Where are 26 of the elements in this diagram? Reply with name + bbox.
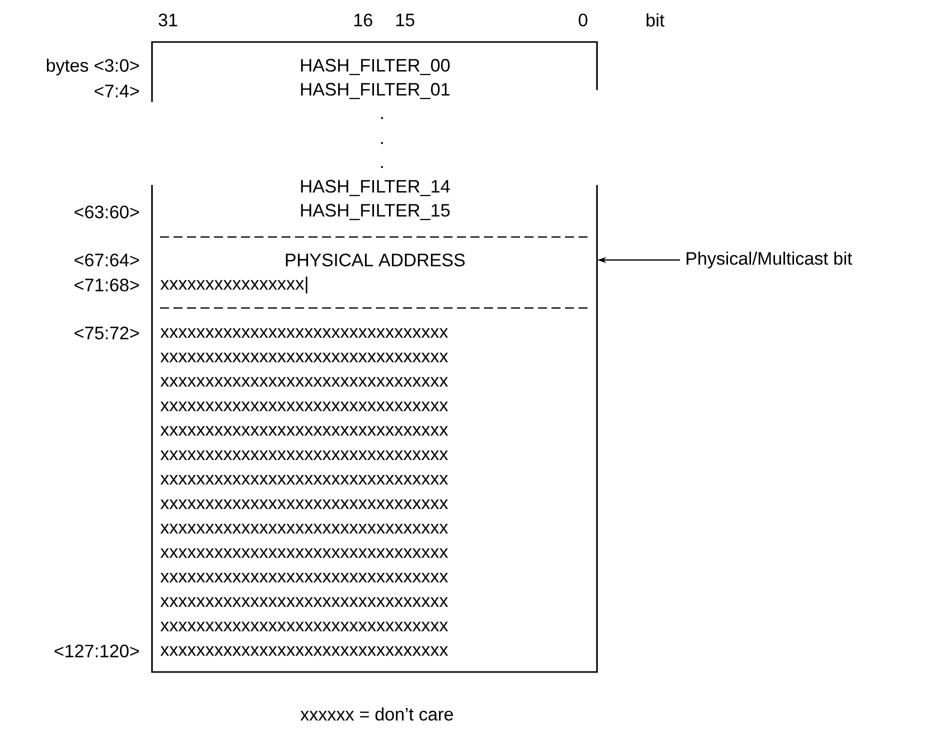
dont-care-bits: xxxxxxxxxxxxxxxxxxxxxxxxxxxxxxxx: [160, 499, 448, 509]
ellipsis-dot: .: [381, 117, 383, 119]
ellipsis-dot: .: [381, 142, 383, 144]
annotation-text: Physical/Multicast bit: [686, 252, 852, 268]
dont-care-bits: xxxxxxxxxxxxxxxxxxxxxxxxxxxxxxxx: [160, 524, 448, 534]
dont-care-bits: xxxxxxxxxxxxxxxxxxxxxxxxxxxxxxxx: [160, 328, 448, 338]
field-label: HASH_FILTER_00: [301, 58, 450, 76]
legend-note: xxxxxx = don’t care: [300, 707, 453, 721]
dont-care-bits: xxxxxxxxxxxxxxxxxxxxxxxxxxxxxxxx: [160, 572, 448, 582]
dont-care-bits: xxxxxxxxxxxxxxxxxxxxxxxxxxxxxxxx: [160, 597, 448, 607]
dont-care-bits: xxxxxxxxxxxxxxxxxxxxxxxxxxxxxxxx: [160, 646, 448, 656]
ellipsis-dot: .: [381, 166, 383, 168]
dont-care-bits: xxxxxxxxxxxxxxxxxxxxxxxxxxxxxxxx: [160, 426, 448, 436]
dont-care-bits: xxxxxxxxxxxxxxxxxxxxxxxxxxxxxxxx: [160, 548, 448, 558]
dont-care-bits: xxxxxxxxxxxxxxxxxxxxxxxxxxxxxxxx: [160, 402, 448, 412]
dont-care-bits: xxxxxxxxxxxxxxxxxxxxxxxxxxxxxxxx: [160, 352, 448, 362]
dont-care-bits: xxxxxxxxxxxxxxxxxxxxxxxxxxxxxxxx: [160, 475, 448, 485]
axis-label: bit: [646, 13, 664, 27]
field-label: PHYSICAL ADDRESS: [286, 254, 465, 266]
dont-care-bits: xxxxxxxxxxxxxxxxxxxxxxxxxxxxxxxx: [160, 377, 448, 387]
dont-care-bits: xxxxxxxxxxxxxxxx|: [160, 276, 308, 294]
field-label: HASH_FILTER_01: [301, 82, 450, 100]
field-label: HASH_FILTER_15: [301, 204, 450, 220]
dont-care-bits: xxxxxxxxxxxxxxxxxxxxxxxxxxxxxxxx: [160, 450, 448, 460]
dont-care-bits: xxxxxxxxxxxxxxxxxxxxxxxxxxxxxxxx: [160, 622, 448, 632]
field-label: HASH_FILTER_14: [301, 180, 450, 196]
